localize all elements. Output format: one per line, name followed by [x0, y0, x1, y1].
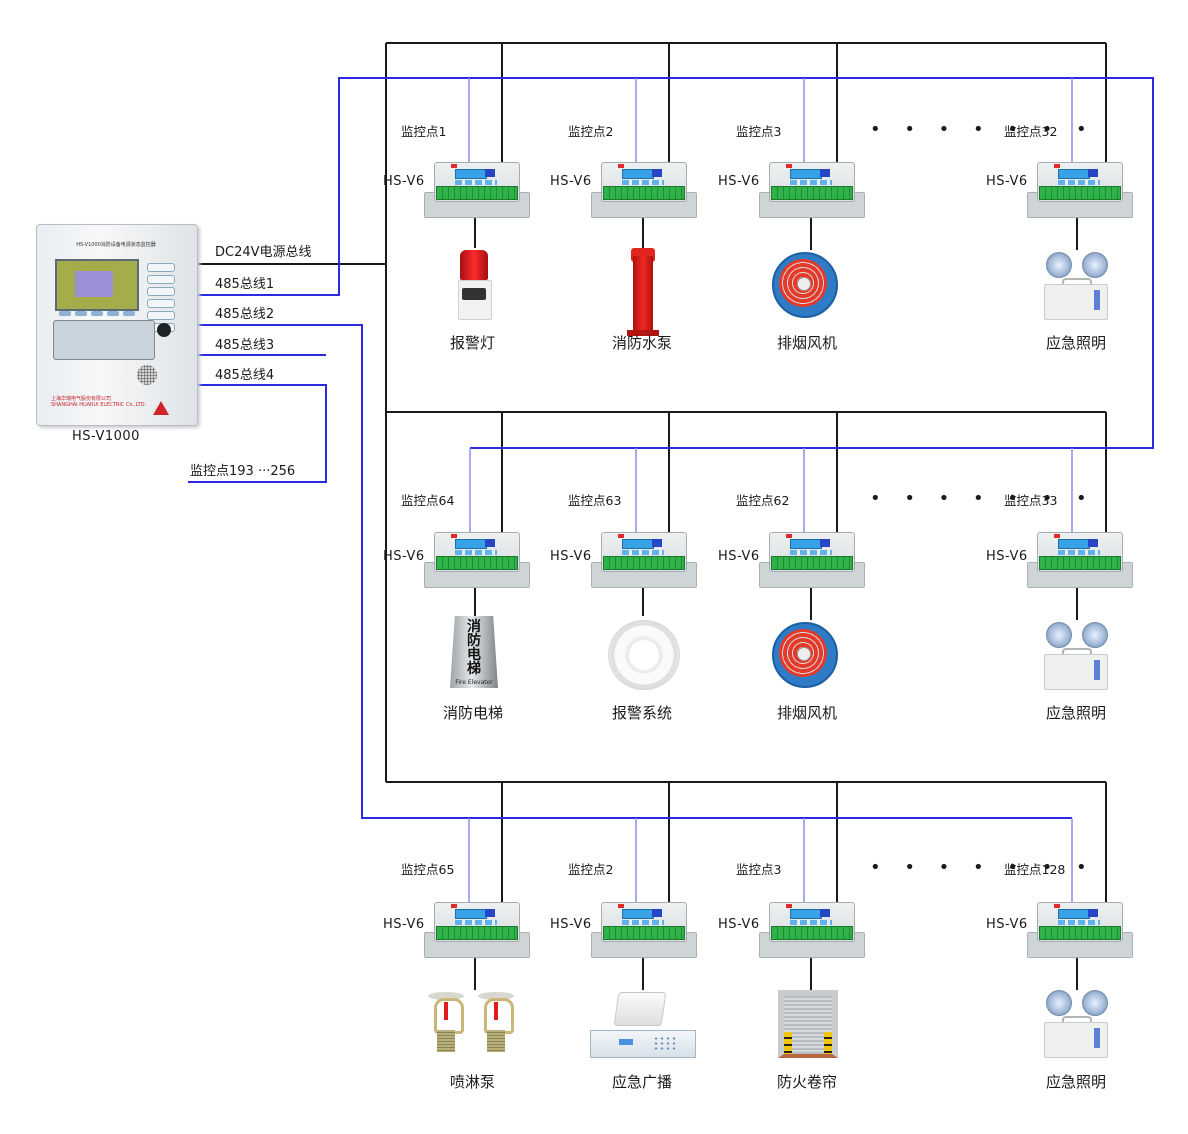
emergency-light-icon	[1044, 990, 1108, 1060]
hs-v6-module	[1027, 162, 1133, 218]
point-label: 监控点62	[736, 493, 790, 508]
module-model-label: HS-V6	[718, 174, 760, 189]
point-label: 监控点63	[568, 493, 622, 508]
controller-function-key	[59, 311, 71, 316]
device-label: 防火卷帘	[777, 1073, 838, 1091]
fire-elevator-sign-icon: 消 防 电 梯 Fire Elevator	[450, 616, 498, 688]
hs-v6-module	[424, 532, 530, 588]
emergency-light-icon	[1044, 622, 1108, 692]
point-label: 监控点3	[736, 862, 782, 877]
module-model-label: HS-V6	[383, 917, 425, 932]
sprinkler-icon	[428, 992, 518, 1056]
ellipsis-dots: • • • • • • •	[870, 119, 1096, 140]
smoke-fan-icon	[772, 622, 848, 688]
module-model-label: HS-V6	[550, 549, 592, 564]
point-label: 监控点32	[1004, 124, 1058, 139]
emergency-light-icon	[1044, 252, 1108, 322]
module-model-label: HS-V6	[986, 549, 1028, 564]
module-model-label: HS-V6	[383, 549, 425, 564]
controller-function-key	[107, 311, 119, 316]
device-label: 消防电梯	[443, 704, 504, 722]
bus-label-485-4: 485总线4	[215, 368, 275, 383]
bus2-line	[196, 324, 1072, 819]
bus4-endpoint-label: 监控点193 ···256	[190, 464, 296, 479]
hs-v6-module	[759, 162, 865, 218]
device-label: 应急广播	[612, 1073, 673, 1091]
controller-lcd-screen	[55, 259, 139, 311]
smoke-fan-icon	[772, 252, 848, 318]
device-label: 喷淋泵	[450, 1073, 496, 1091]
module-model-label: HS-V6	[986, 917, 1028, 932]
ellipsis-dots: • • • • • • •	[870, 488, 1096, 509]
module-model-label: HS-V6	[550, 174, 592, 189]
point-label: 监控点1	[401, 124, 447, 139]
controller-panel-title: HS-V1000消防设备电源状态监控器	[76, 242, 156, 248]
hs-v6-module	[1027, 902, 1133, 958]
device-label: 报警系统	[612, 704, 673, 722]
hs-v6-module	[424, 162, 530, 218]
hs-v6-module	[591, 532, 697, 588]
device-label: 应急照明	[1046, 704, 1107, 722]
controller-cabinet: HS-V1000消防设备电源状态监控器 上海华瑞电气股份有限公司 SHANGHA…	[36, 224, 198, 426]
point-label: 监控点3	[736, 124, 782, 139]
module-model-label: HS-V6	[718, 549, 760, 564]
device-label: 报警灯	[450, 334, 496, 352]
point-label: 监控点64	[401, 493, 455, 508]
company-logo-icon	[153, 401, 169, 415]
bus-label-485-3: 485总线3	[215, 338, 275, 353]
point-label: 监控点2	[568, 124, 614, 139]
fire-shutter-icon	[778, 990, 838, 1058]
key-switch-icon	[157, 323, 171, 337]
bus4-line	[188, 384, 327, 483]
bus-label-485-1: 485总线1	[215, 277, 275, 292]
bus-label-485-2: 485总线2	[215, 307, 275, 322]
device-label: 排烟风机	[777, 704, 838, 722]
hs-v6-module	[759, 532, 865, 588]
controller-function-key	[91, 311, 103, 316]
emergency-broadcast-icon	[590, 992, 696, 1058]
controller-model-label: HS-V1000	[72, 429, 140, 444]
hs-v6-module	[591, 902, 697, 958]
point-label: 监控点128	[1004, 862, 1066, 877]
controller-maker: 上海华瑞电气股份有限公司 SHANGHAI HUARUI ELECTRIC Co…	[51, 396, 147, 408]
speaker-grille-icon	[137, 365, 157, 385]
device-label: 应急照明	[1046, 334, 1107, 352]
bus-label-power: DC24V电源总线	[215, 245, 312, 260]
device-label: 应急照明	[1046, 1073, 1107, 1091]
smoke-detector-icon	[608, 620, 680, 690]
ellipsis-dots: • • • • • • •	[870, 857, 1096, 878]
point-label: 监控点33	[1004, 493, 1058, 508]
module-model-label: HS-V6	[986, 174, 1028, 189]
alarm-beacon-icon	[454, 250, 494, 322]
device-label: 排烟风机	[777, 334, 838, 352]
module-model-label: HS-V6	[383, 174, 425, 189]
hs-v6-module	[591, 162, 697, 218]
point-label: 监控点2	[568, 862, 614, 877]
device-label: 消防水泵	[612, 334, 673, 352]
hs-v6-module	[1027, 532, 1133, 588]
bus1-line	[196, 77, 1154, 449]
controller-function-key	[75, 311, 87, 316]
point-label: 监控点65	[401, 862, 455, 877]
module-model-label: HS-V6	[718, 917, 760, 932]
fire-pump-icon	[623, 248, 663, 336]
hs-v6-module	[424, 902, 530, 958]
controller-function-key	[123, 311, 135, 316]
hs-v6-module	[759, 902, 865, 958]
module-model-label: HS-V6	[550, 917, 592, 932]
controller-keypad	[53, 320, 155, 360]
